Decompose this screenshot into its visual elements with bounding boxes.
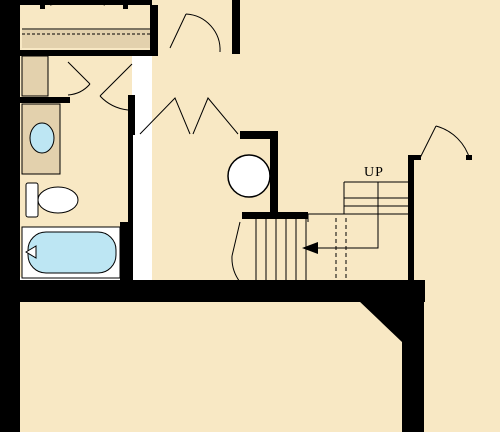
top-closet-wall-bottom bbox=[20, 50, 158, 56]
doors bbox=[67, 13, 471, 283]
closet-trim-left bbox=[40, 5, 45, 9]
lower-room-floor bbox=[20, 302, 402, 432]
closet-shelf bbox=[22, 30, 150, 48]
toilet-bowl[interactable] bbox=[37, 186, 79, 214]
stairs: UP bbox=[255, 165, 410, 280]
door-swing-right-hall[interactable] bbox=[419, 125, 471, 161]
right-hall-wall-cap bbox=[408, 155, 421, 160]
tub-wall bbox=[120, 222, 128, 284]
door-swing-stair[interactable] bbox=[231, 221, 241, 283]
closet-trim-right bbox=[123, 5, 128, 9]
linen-closet bbox=[21, 55, 49, 97]
bath-closet-wall bbox=[20, 97, 70, 103]
bifold-door-top[interactable] bbox=[49, 0, 106, 6]
stair-up-label: UP bbox=[364, 165, 384, 180]
angled-corner-wall bbox=[358, 300, 424, 432]
door-swing-hall-closet[interactable] bbox=[67, 61, 91, 96]
top-closet bbox=[22, 0, 150, 48]
walls bbox=[0, 0, 472, 432]
tub-basin[interactable] bbox=[27, 231, 117, 274]
door-swing-bath[interactable] bbox=[99, 63, 133, 111]
bath-right-wall-upper bbox=[128, 95, 135, 135]
main-horizontal-wall bbox=[20, 280, 425, 302]
door-swing-upper[interactable] bbox=[169, 13, 221, 53]
upper-partition bbox=[232, 0, 240, 54]
toilet-tank bbox=[25, 182, 39, 218]
left-wall bbox=[0, 0, 20, 432]
water-heater[interactable] bbox=[227, 154, 271, 198]
tub-drain bbox=[25, 245, 37, 259]
top-closet-wall-right bbox=[150, 5, 158, 52]
closet-wall-vertical bbox=[270, 131, 278, 217]
sink-basin[interactable] bbox=[29, 122, 55, 154]
stair-direction-line bbox=[304, 182, 379, 249]
floor-areas bbox=[20, 0, 500, 432]
closet-wall-right bbox=[240, 131, 278, 139]
bathroom bbox=[21, 55, 121, 279]
right-hall-floor bbox=[412, 150, 500, 432]
stair-direction-arrow bbox=[302, 242, 318, 254]
right-hall-wall bbox=[408, 155, 414, 285]
bifold-door-closet[interactable] bbox=[139, 97, 239, 135]
stair-landing-wall bbox=[242, 212, 308, 219]
bath-right-wall-lower bbox=[128, 135, 133, 285]
top-closet-wall-top bbox=[20, 0, 152, 5]
